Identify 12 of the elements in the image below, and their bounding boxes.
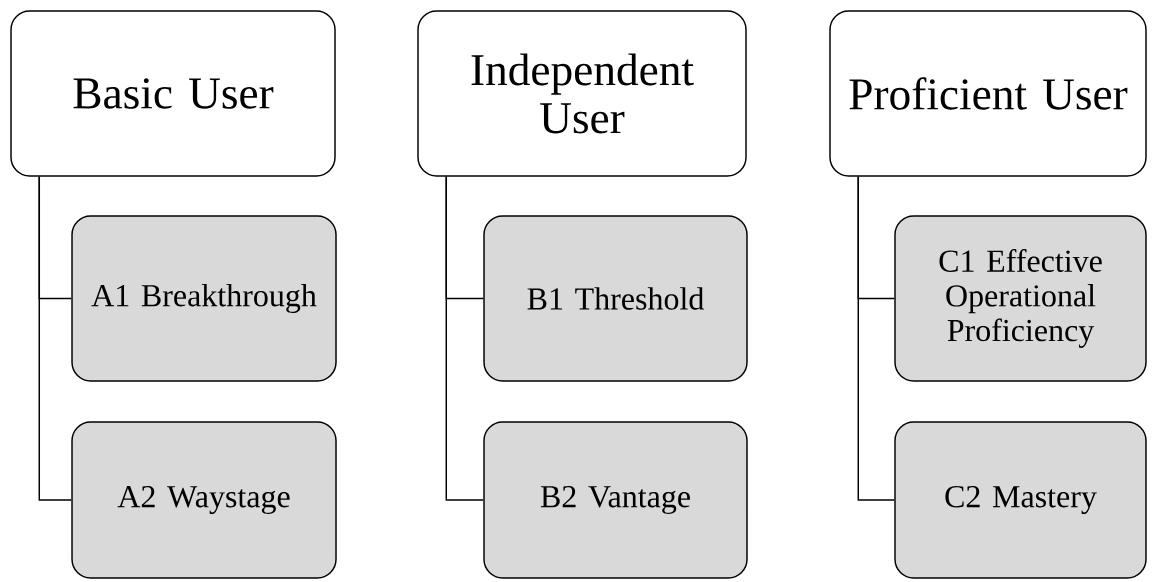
level-box: A2 Waystage [71,421,337,579]
level-box: A1 Breakthrough [71,215,337,382]
level-box: C2 Mastery [894,421,1147,579]
connector-line [857,176,895,501]
level-box: B1 Threshold [483,215,748,382]
connector-line [38,176,72,501]
header-box: Independent User [417,10,747,177]
header-box: Basic User [10,10,336,177]
level-box: C1 Effective Operational Proficiency [894,215,1147,382]
connector-line [445,176,484,501]
header-box: Proficient User [829,10,1147,177]
level-box: B2 Vantage [483,421,748,579]
